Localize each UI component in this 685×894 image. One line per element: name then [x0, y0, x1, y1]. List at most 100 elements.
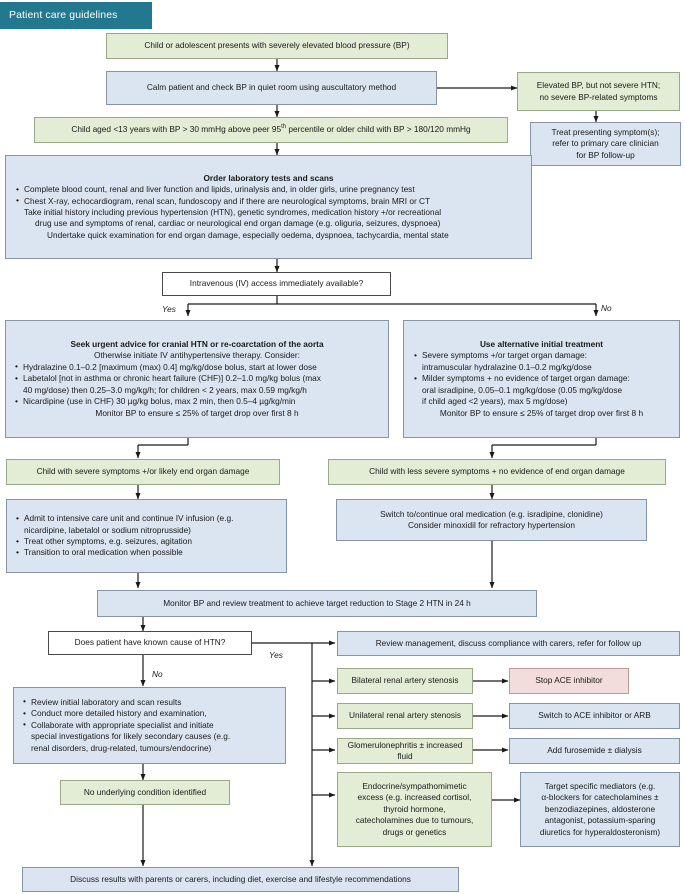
node-elevated-not-severe: Elevated BP, but not severe HTN; no seve…	[517, 72, 680, 111]
node-order-labs: Order laboratory tests and scans Complet…	[5, 155, 532, 259]
mediators-line1: Target specific mediators (e.g.	[544, 780, 656, 791]
icu-item: Admit to intensive care unit and continu…	[15, 513, 278, 525]
known-cause-text: Does patient have known cause of HTN?	[74, 637, 226, 648]
node-review-management: Review management, discuss compliance wi…	[337, 631, 680, 656]
label-no-text: No	[601, 303, 612, 313]
labs-title: Order laboratory tests and scans	[203, 172, 334, 183]
endocrine-line5: drugs or genetics	[382, 826, 447, 837]
endocrine-line1: Endocrine/sympathomimetic	[362, 780, 467, 791]
node-switch-ace: Switch to ACE inhibitor or ARB	[509, 703, 680, 729]
node-treat-presenting: Treat presenting symptom(s); refer to pr…	[530, 122, 681, 166]
iv-item: Labetalol [not in asthma or chronic hear…	[14, 373, 380, 385]
alt-item: intramuscular hydralazine 0.1–0.2 mg/kg/…	[422, 361, 592, 372]
review-item: special investigations for likely second…	[31, 731, 231, 742]
review-results-list: Review initial laboratory and scan resul…	[22, 696, 277, 754]
alt-item: Milder symptoms + no evidence of target …	[413, 373, 670, 385]
review-item: Conduct more detailed history and examin…	[22, 708, 277, 720]
node-alt-treatment: Use alternative initial treatment Severe…	[403, 320, 680, 438]
iv-item: Hydralazine 0.1–0.2 [maximum (max) 0.4] …	[14, 361, 380, 373]
switch-ace-text: Switch to ACE inhibitor or ARB	[538, 710, 651, 721]
node-less-severe: Child with less severe symptoms + no evi…	[328, 459, 666, 485]
node-presents: Child or adolescent presents with severe…	[106, 33, 448, 59]
node-iv-access: Intravenous (IV) access immediately avai…	[162, 272, 391, 296]
node-iv-treatment: Seek urgent advice for cranial HTN or re…	[5, 320, 389, 438]
mediators-line3: benzodiazepines, aldosterone	[544, 803, 656, 814]
node-review-results: Review initial laboratory and scan resul…	[13, 687, 286, 764]
labs-item: Chest X-ray, echocardiogram, renal scan,…	[15, 195, 522, 207]
mediators-line5: diuretics for hyperaldosteronism)	[539, 826, 661, 837]
iv-treatment-title: Seek urgent advice for cranial HTN or re…	[70, 339, 324, 350]
bilateral-text: Bilateral renal artery stenosis	[351, 675, 459, 686]
labs-list: Complete blood count, renal and liver fu…	[15, 184, 522, 241]
mediators-line4: antagonist, potassium-sparing	[544, 815, 656, 826]
node-presents-text: Child or adolescent presents with severe…	[144, 40, 410, 51]
iv-item: Nicardipine (use in CHF) 30 µg/kg bolus,…	[14, 396, 380, 408]
severe-symptoms-text: Child with severe symptoms +/or likely e…	[36, 466, 250, 477]
alt-item: if child aged <2 years), max 5 mg/dose)	[422, 396, 568, 407]
icu-list: Admit to intensive care unit and continu…	[15, 513, 278, 559]
alt-treatment-title: Use alternative initial treatment	[479, 339, 604, 350]
no-underlying-text: No underlying condition identified	[83, 786, 207, 797]
iv-access-text: Intravenous (IV) access immediately avai…	[189, 278, 364, 289]
alt-item: Severe symptoms +/or target organ damage…	[413, 350, 670, 362]
icu-item: nicardipine, labetalol or sodium nitropr…	[24, 524, 191, 535]
threshold-text: Child aged <13 years with BP > 30 mmHg a…	[40, 124, 502, 135]
node-calm-patient: Calm patient and check BP in quiet room …	[106, 71, 437, 105]
label-no: No	[601, 303, 612, 313]
node-furosemide: Add furosemide ± dialysis	[509, 738, 680, 764]
node-no-underlying-condition: No underlying condition identified	[60, 780, 230, 805]
node-monitor-bp: Monitor BP and review treatment to achie…	[97, 590, 537, 617]
page-banner: Patient care guidelines	[0, 2, 152, 29]
iv-treatment-sub: Otherwise initiate IV antihypertensive t…	[94, 350, 300, 361]
label-no-branch: No	[152, 669, 163, 679]
less-severe-text: Child with less severe symptoms + no evi…	[369, 466, 625, 477]
oral-med-line2: Consider minoxidil for refractory hypert…	[408, 520, 575, 530]
monitor-bp-text: Monitor BP and review treatment to achie…	[163, 597, 471, 608]
node-known-cause: Does patient have known cause of HTN?	[48, 631, 252, 655]
treat-line1: Treat presenting symptom(s);	[551, 126, 660, 137]
label-no-branch-text: No	[152, 669, 163, 679]
label-yes-text: Yes	[162, 304, 176, 314]
stop-ace-text: Stop ACE inhibitor	[535, 675, 603, 686]
node-oral-medication: Switch to/continue oral medication (e.g.…	[336, 499, 647, 541]
node-endocrine-excess: Endocrine/sympathomimetic excess (e.g. i…	[337, 772, 492, 847]
review-item: Review initial laboratory and scan resul…	[22, 696, 277, 708]
node-discuss-results: Discuss results with parents or carers, …	[22, 867, 459, 892]
node-icu-admission: Admit to intensive care unit and continu…	[6, 499, 287, 573]
labs-item: Take initial history including previous …	[24, 207, 442, 217]
unilateral-text: Unilateral renal artery stenosis	[348, 710, 462, 721]
treat-line2: refer to primary care clinician	[552, 138, 659, 149]
node-bp-threshold: Child aged <13 years with BP > 30 mmHg a…	[34, 117, 508, 143]
treat-line3: for BP follow-up	[576, 149, 635, 160]
node-target-mediators: Target specific mediators (e.g. α-blocke…	[520, 772, 680, 847]
review-mgmt-text: Review management, discuss compliance wi…	[375, 637, 642, 648]
threshold-post: percentile or older child with BP > 180/…	[286, 124, 471, 135]
alt-treatment-list: Severe symptoms +/or target organ damage…	[413, 350, 670, 418]
node-stop-ace: Stop ACE inhibitor	[509, 668, 629, 694]
label-yes: Yes	[162, 304, 176, 314]
oral-med-line1: Switch to/continue oral medication (e.g.…	[380, 508, 603, 519]
icu-item: Transition to oral medication when possi…	[15, 547, 278, 559]
iv-treatment-list: Hydralazine 0.1–0.2 [maximum (max) 0.4] …	[14, 361, 380, 419]
threshold-sup: th	[281, 124, 287, 131]
mediators-line2: α-blockers for catecholamines ±	[541, 792, 659, 803]
elevated-line1: Elevated BP, but not severe HTN;	[536, 80, 661, 91]
alt-item: Monitor BP to ensure ≤ 25% of target dro…	[439, 407, 644, 418]
label-yes-branch-text: Yes	[269, 650, 283, 660]
endocrine-line3: thyroid hormone,	[383, 803, 446, 814]
node-bilateral-stenosis: Bilateral renal artery stenosis	[337, 668, 473, 694]
labs-item: Complete blood count, renal and liver fu…	[15, 184, 522, 196]
review-item: renal disorders, drug-related, tumours/e…	[31, 742, 212, 753]
elevated-line2: no severe BP-related symptoms	[539, 91, 658, 102]
discuss-text: Discuss results with parents or carers, …	[70, 873, 411, 884]
review-item: Collaborate with appropriate specialist …	[22, 719, 277, 731]
label-yes-branch: Yes	[269, 650, 283, 660]
threshold-pre: Child aged <13 years with BP > 30 mmHg a…	[71, 124, 282, 135]
node-severe-symptoms: Child with severe symptoms +/or likely e…	[6, 459, 280, 485]
iv-item: Monitor BP to ensure ≤ 25% of target dro…	[95, 407, 299, 418]
node-unilateral-stenosis: Unilateral renal artery stenosis	[337, 703, 473, 729]
glomerulonephritis-text: Glomerulonephritis ± increased fluid	[347, 739, 463, 761]
node-glomerulonephritis: Glomerulonephritis ± increased fluid	[337, 738, 473, 764]
